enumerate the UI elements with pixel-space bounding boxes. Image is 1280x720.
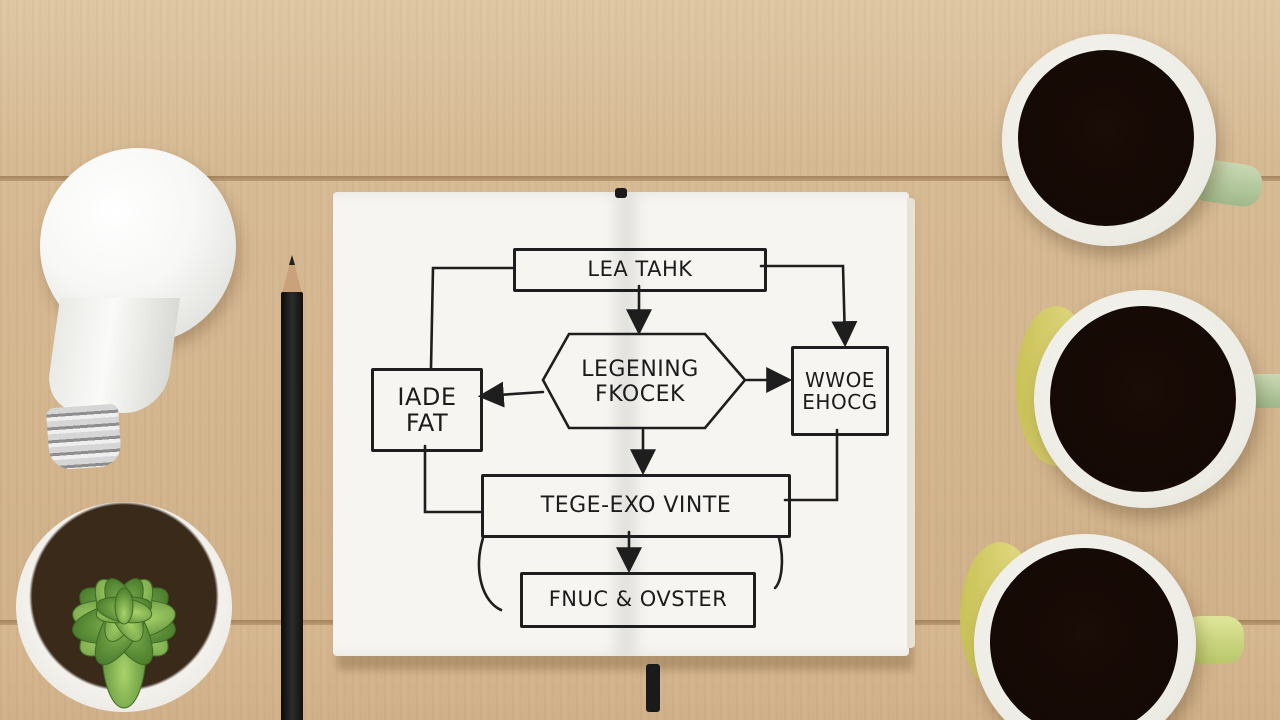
flowchart-box-top: LEA TAHK [513,248,767,292]
flowchart-connectors [423,264,858,612]
notebook-page-edge [907,198,915,648]
flowchart-sketch: LEA TAHK LEGENING FKOCEK IADE FAT WWOE E… [333,192,909,664]
flowchart-box-bottom: FNUC & OVSTER [520,572,756,628]
succulent-leaves [72,578,176,709]
flowchart-center-text: LEGENING FKOCEK [581,356,699,407]
pencil-lead [289,255,295,265]
flowchart-box-right: WWOE EHOCG [791,346,889,436]
pencil-tip [282,255,302,293]
flowchart-box-middle-label: TEGE-EXO VINTE [540,492,732,518]
plank-seam [0,176,1280,181]
cup-coffee [1050,306,1236,492]
coffee-cup-icon [994,34,1270,248]
cup-coffee [990,548,1178,720]
flowchart-box-top-label: LEA TAHK [587,257,693,282]
notebook-page-right [625,192,909,656]
notebook-elastic-band [646,664,660,712]
coffee-cup-icon [960,532,1246,720]
succulent-plant-icon [16,502,232,720]
flowchart-center-label: LEGENING FKOCEK [545,332,735,432]
flowchart-box-middle: TEGE-EXO VINTE [481,474,791,538]
pencil-icon [280,255,306,720]
cup-coffee [1018,50,1194,226]
center-hexagon [541,332,747,430]
pencil-body [281,292,303,720]
coffee-cup-icon [1016,288,1280,510]
flowchart-box-bottom-label: FNUC & OVSTER [548,587,728,612]
flowchart-box-right-label: WWOE EHOCG [802,368,878,414]
bulb-neck [43,298,181,413]
flowchart-box-left: IADE FAT [371,368,483,452]
bulb-screw-base [45,403,123,471]
notebook-bookmark [615,188,627,198]
flowchart-box-left-label: IADE FAT [397,382,457,437]
light-bulb-icon [38,148,238,478]
